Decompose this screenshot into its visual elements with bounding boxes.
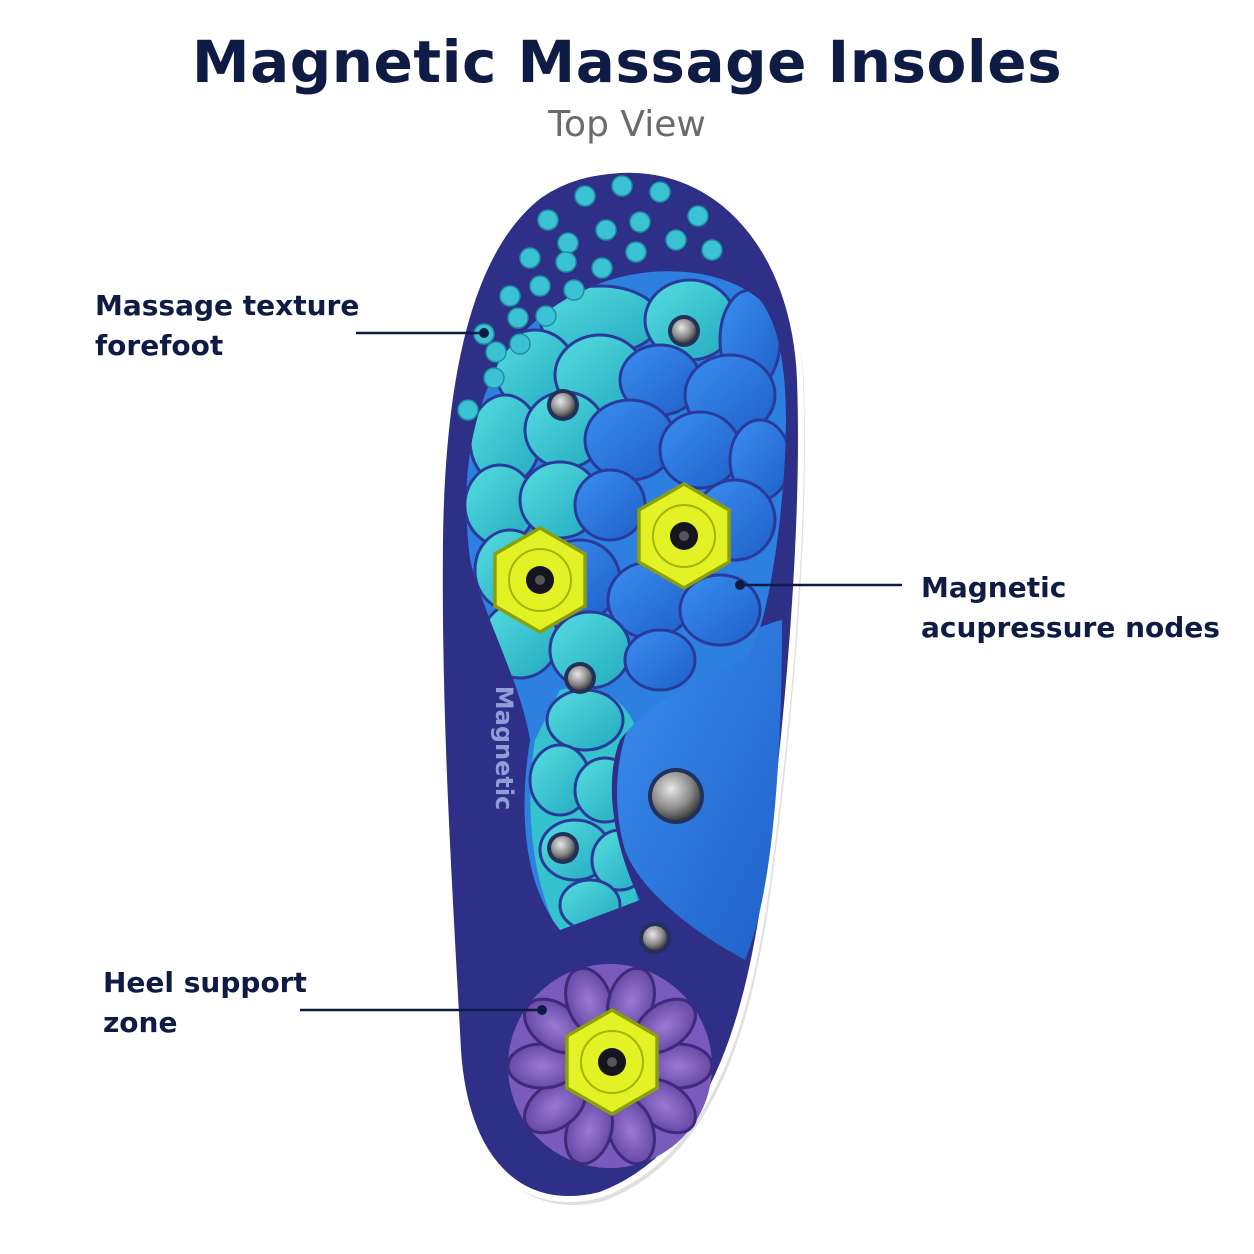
texture-dot [529, 275, 551, 297]
callout-magnetic-nodes-line-1: Magnetic [921, 571, 1067, 604]
texture-dot [591, 257, 613, 279]
callout-heel-support-line-1: Heel support [103, 966, 307, 999]
texture-dot [611, 175, 633, 197]
texture-dot [563, 279, 585, 301]
texture-dot [595, 219, 617, 241]
callout-massage-texture: Massage texture forefoot [95, 286, 359, 366]
insole-side-text: Magnetic [490, 686, 518, 811]
metal-stud [672, 319, 696, 343]
hex-node-ring [580, 1030, 644, 1094]
texture-dot [483, 367, 505, 389]
hex-node-ring [508, 548, 572, 612]
texture-dot [457, 399, 479, 421]
metal-stud [551, 393, 575, 417]
forefoot-cell [573, 468, 647, 542]
callout-magnetic-nodes-line-2: acupressure nodes [921, 611, 1220, 644]
callout-massage-texture-line-2: forefoot [95, 329, 224, 362]
massage-texture-dots [457, 175, 723, 421]
texture-dot [687, 205, 709, 227]
hex-node-pin [535, 575, 545, 585]
metal-stud [551, 836, 575, 860]
texture-dot [625, 241, 647, 263]
leader-dot-magnetic-nodes [735, 580, 745, 590]
leader-dot-massage-texture [479, 328, 489, 338]
texture-dot [701, 239, 723, 261]
texture-dot [555, 251, 577, 273]
callout-massage-texture-line-1: Massage texture [95, 289, 360, 322]
texture-dot [485, 341, 507, 363]
callout-heel-support: Heel support zone [103, 963, 307, 1043]
texture-dot [574, 185, 596, 207]
page-subtitle: Top View [548, 104, 706, 145]
forefoot-cell [658, 410, 742, 490]
metal-stud [652, 772, 700, 820]
texture-dot [665, 229, 687, 251]
metal-stud [568, 666, 592, 690]
page-title: Magnetic Massage Insoles [191, 28, 1063, 96]
texture-dot [519, 247, 541, 269]
texture-dot [557, 232, 579, 254]
texture-dot [507, 307, 529, 329]
leader-dot-heel-support [537, 1005, 547, 1015]
texture-dot [537, 209, 559, 231]
midfoot-cell [545, 688, 625, 752]
magnetic-hex-nodes [493, 482, 731, 1116]
callout-heel-support-line-2: zone [103, 1006, 178, 1039]
hex-node-ring [652, 504, 716, 568]
texture-dot [649, 181, 671, 203]
callout-magnetic-nodes: Magnetic acupressure nodes [921, 568, 1220, 648]
hex-node-pin [679, 531, 689, 541]
texture-dot [629, 211, 651, 233]
hex-node-pin [607, 1057, 617, 1067]
texture-dot [509, 333, 531, 355]
texture-dot [535, 305, 557, 327]
forefoot-cell [678, 573, 762, 647]
texture-dot [499, 285, 521, 307]
forefoot-cell [623, 628, 697, 692]
metal-studs [547, 315, 704, 954]
metal-stud [643, 926, 667, 950]
